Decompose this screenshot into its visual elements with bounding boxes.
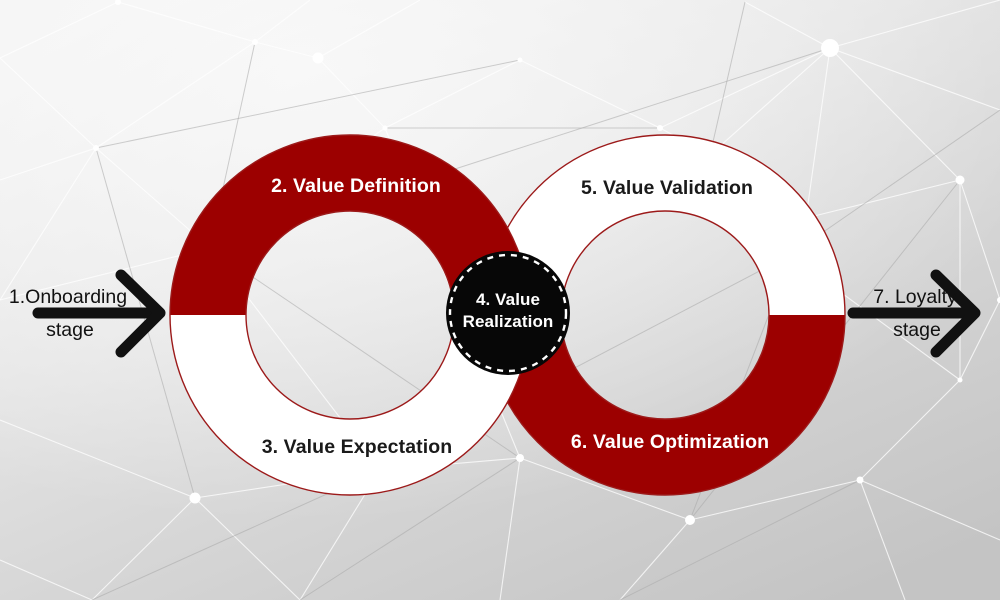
label-onboarding-stage-line2: stage (46, 319, 94, 341)
dashed-border-ring (448, 253, 568, 373)
label-value-realization-line2: Realization (463, 312, 554, 331)
label-onboarding-stage-line1: 1.Onboarding (9, 286, 127, 308)
label-value-optimization: 6. Value Optimization (571, 431, 769, 453)
loyalty-stage-arrow[interactable] (847, 269, 981, 358)
onboarding-stage-arrow[interactable] (32, 269, 166, 358)
center-node-value-realization[interactable] (446, 251, 570, 375)
label-loyalty-stage-line2: stage (893, 319, 941, 341)
label-value-definition: 2. Value Definition (271, 175, 441, 197)
label-value-expectation: 3. Value Expectation (262, 436, 453, 458)
right-ring-inner-stroke (560, 210, 770, 420)
left-ring-inner-stroke (245, 210, 455, 420)
label-value-realization-line1: 4. Value (476, 290, 540, 309)
label-loyalty-stage-line1: 7. Loyalty (873, 286, 957, 308)
label-value-validation: 5. Value Validation (581, 177, 753, 199)
